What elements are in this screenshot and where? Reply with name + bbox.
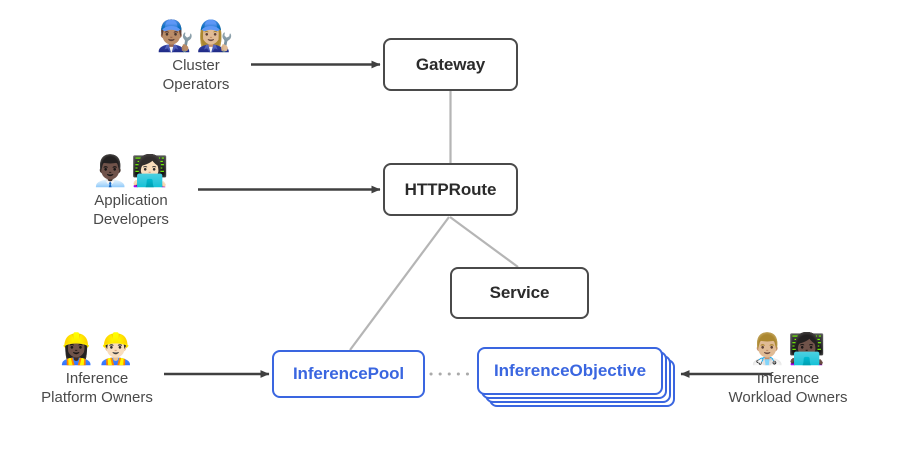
node-inferenceobjective[interactable]: InferenceObjective	[477, 347, 663, 395]
app-developers-label-line1: Application	[94, 192, 168, 209]
inference-workload-owners-emoji: 👨🏼‍⚕️👩🏿‍💻	[748, 333, 828, 366]
cluster-operators-emoji: 👨🏽‍🔧👩🏼‍🔧	[156, 20, 236, 53]
app-developers-label-line2: Developers	[93, 211, 169, 228]
inference-platform-owners-label-line2: Platform Owners	[41, 389, 153, 406]
node-httproute[interactable]: HTTPRoute	[383, 163, 518, 216]
node-gateway[interactable]: Gateway	[383, 38, 518, 91]
inference-platform-owners-emoji: 👷🏿‍♀️👷🏻‍♂️	[57, 333, 137, 366]
app-developers-emoji: 👨🏿‍💼👩🏻‍💻	[91, 155, 171, 188]
edge-httproute-to-inferencepool	[349, 216, 450, 351]
persona-inference-platform-owners: 👷🏿‍♀️👷🏻‍♂️ Inference Platform Owners	[2, 333, 192, 407]
cluster-operators-label-line1: Cluster	[172, 57, 220, 74]
node-inferencepool[interactable]: InferencePool	[272, 350, 425, 398]
edge-httproute-to-service	[449, 216, 519, 268]
inference-platform-owners-label-line1: Inference	[65, 370, 129, 387]
node-inferenceobjective-stack[interactable]: InferenceObjective	[477, 347, 675, 409]
cluster-operators-label-line2: Operators	[162, 76, 230, 93]
persona-app-developers: 👨🏿‍💼👩🏻‍💻 Application Developers	[36, 155, 226, 229]
node-service[interactable]: Service	[450, 267, 589, 319]
inference-workload-owners-label-line1: Inference	[756, 370, 820, 387]
persona-inference-workload-owners: 👨🏼‍⚕️👩🏿‍💻 Inference Workload Owners	[693, 333, 883, 407]
inference-workload-owners-label-line2: Workload Owners	[728, 389, 848, 406]
persona-cluster-operators: 👨🏽‍🔧👩🏼‍🔧 Cluster Operators	[101, 20, 291, 94]
